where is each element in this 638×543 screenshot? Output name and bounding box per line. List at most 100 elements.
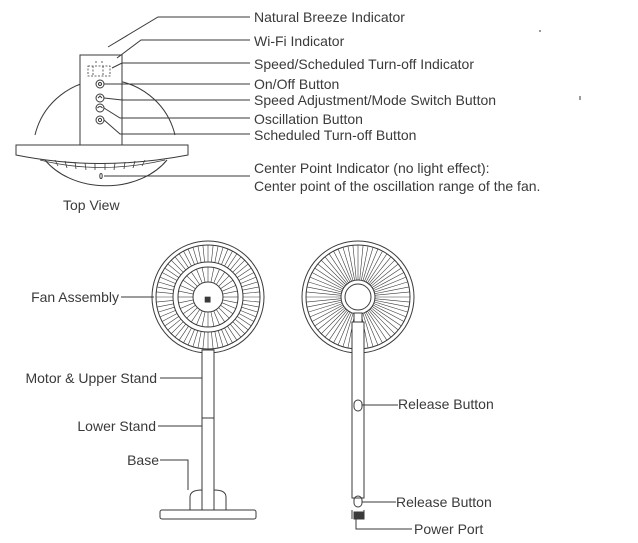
grille-spoke: [178, 290, 194, 295]
grille-spoke: [364, 312, 379, 346]
front-base: [159, 509, 257, 520]
grille-spoke: [365, 311, 383, 344]
grille-spoke: [365, 250, 383, 283]
grille-spoke: [227, 325, 238, 341]
grille-spoke: [214, 331, 219, 349]
grille-spoke: [221, 285, 236, 292]
on-off-button-label: On/Off Button: [254, 76, 340, 92]
back-neck: [353, 312, 363, 323]
grille-spoke: [373, 276, 407, 291]
grille-spoke: [161, 313, 178, 322]
grille-spoke: [174, 323, 187, 338]
grille-spoke: [240, 310, 257, 318]
grille-spoke: [156, 303, 174, 308]
grille-spoke: [234, 318, 249, 331]
power-port-label: Power Port: [414, 521, 484, 537]
grille-spoke: [373, 303, 407, 318]
grille-spoke: [317, 263, 346, 287]
grille-spoke: [197, 245, 202, 263]
grille-spoke: [167, 263, 182, 276]
front-base-neck: [189, 489, 203, 510]
release-button-lower-label: Release Button: [396, 494, 492, 510]
front-upper-stand: [201, 349, 215, 419]
grille-spoke: [221, 248, 229, 265]
grille-spoke: [196, 310, 203, 325]
grille-spoke: [232, 321, 246, 335]
grille-spoke: [374, 286, 410, 294]
grille-spoke: [337, 248, 352, 282]
grille-spoke: [328, 253, 349, 284]
grille-spoke: [306, 291, 342, 296]
grille-spoke: [220, 305, 234, 314]
grille-spoke: [311, 272, 344, 290]
grille-spoke: [159, 310, 176, 318]
grille-spoke: [202, 331, 205, 349]
grille-spoke: [156, 286, 174, 291]
grille-spoke: [232, 259, 246, 273]
grille-spoke: [222, 290, 238, 295]
grille-spoke: [368, 309, 392, 338]
grille-spoke: [167, 318, 182, 331]
wifi-indicator-label: Wi-Fi Indicator: [254, 33, 345, 49]
back-fan-grille: [306, 245, 410, 349]
grille-spoke: [201, 267, 206, 283]
grille-spoke: [221, 302, 236, 309]
grille-spoke: [202, 245, 205, 263]
grille-spoke: [238, 313, 255, 322]
grille-spoke: [369, 308, 396, 335]
grille-spoke: [242, 300, 260, 303]
grille-spoke: [214, 245, 219, 263]
grille-spoke: [347, 245, 355, 281]
grille-spoke: [159, 276, 176, 284]
grille-spoke: [222, 299, 238, 304]
top-view-drawing: [15, 16, 250, 187]
grille-spoke: [311, 304, 344, 322]
grille-spoke: [238, 272, 255, 281]
grille-spoke: [197, 331, 202, 349]
grille-spoke: [187, 248, 195, 265]
grille-spoke: [236, 267, 252, 278]
center-point-indicator-label: Center Point Indicator (no light effect)…: [254, 160, 490, 176]
grille-spoke: [170, 321, 184, 335]
grille-spoke: [236, 316, 252, 327]
grille-spoke: [324, 256, 348, 285]
top-view-caption: Top View: [63, 197, 120, 213]
front-fan-grille: [156, 245, 260, 349]
grille-spoke: [192, 247, 199, 264]
grille-spoke: [364, 248, 379, 282]
grille-spoke: [187, 329, 195, 346]
grille-spoke: [362, 247, 374, 281]
grille-spoke: [158, 306, 175, 313]
grille-spoke: [220, 280, 234, 289]
grille-spoke: [196, 269, 203, 284]
grille-spoke: [240, 276, 257, 284]
grille-spoke: [186, 307, 198, 319]
grille-spoke: [156, 291, 174, 294]
grille-spoke: [178, 325, 189, 341]
grille-spoke: [221, 329, 229, 346]
grille-spoke: [308, 281, 342, 293]
grille-spoke: [374, 298, 410, 303]
oscillation-button-label: Oscillation Button: [254, 111, 363, 127]
grille-spoke: [374, 300, 410, 308]
grille-spoke: [333, 311, 351, 344]
natural-breeze-indicator-label: Natural Breeze Indicator: [254, 9, 405, 25]
grille-spoke: [241, 281, 258, 288]
grille-spoke: [317, 307, 346, 331]
grille-spoke: [213, 310, 220, 325]
grille-spoke: [182, 280, 196, 289]
release-button-upper-label: Release Button: [398, 396, 494, 412]
grille-spoke: [156, 300, 174, 303]
grille-spoke: [361, 245, 369, 281]
top-view-ring: [15, 144, 189, 164]
grille-spoke: [374, 291, 410, 296]
center-point-indicator-mark: [99, 173, 103, 179]
grille-spoke: [234, 263, 249, 276]
grille-spoke: [320, 259, 347, 286]
control-panel: [79, 54, 123, 146]
power-port-mark: [353, 511, 365, 520]
grille-spoke: [210, 267, 215, 283]
grille-spoke: [362, 313, 374, 347]
grille-spoke: [216, 309, 225, 323]
